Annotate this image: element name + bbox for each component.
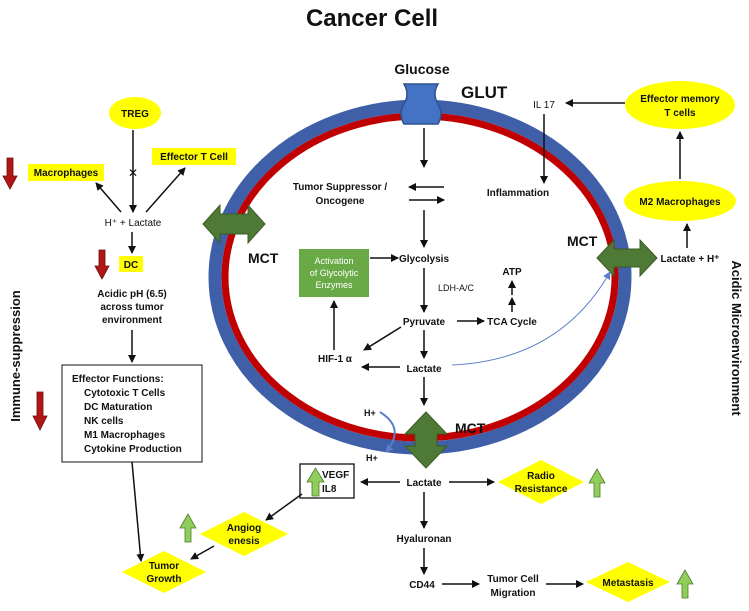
lactate-h-right-label: Lactate + H⁺ bbox=[661, 254, 720, 265]
down-arrow-macrophages-icon bbox=[2, 157, 18, 190]
effector-functions-line-4: NK cells bbox=[84, 416, 124, 427]
side-label-immune-suppression: Immune-suppression bbox=[8, 290, 23, 422]
mct-bottom-transporter bbox=[403, 411, 449, 469]
macrophages-node bbox=[28, 164, 104, 181]
arrow-lactate-to-mct-right bbox=[451, 271, 611, 366]
mct-right-label: MCT bbox=[567, 233, 598, 249]
effector-functions-line-1: Effector Functions: bbox=[72, 374, 164, 385]
glut-label: GLUT bbox=[461, 83, 508, 102]
mct-left-transporter bbox=[202, 203, 266, 245]
lactate-outside-label: Lactate bbox=[406, 478, 441, 489]
effector-memory-t-cells-node bbox=[625, 81, 735, 129]
up-arrow-vegf-icon bbox=[306, 467, 325, 497]
hif-label: HIF-1 α bbox=[318, 354, 353, 365]
metastasis-label: Metastasis bbox=[602, 578, 654, 589]
arrow-h-lactate-to-effector-t bbox=[145, 167, 186, 213]
hyaluronan-label: Hyaluronan bbox=[396, 534, 451, 545]
effector-t-cell-node bbox=[152, 148, 236, 165]
cd44-label: CD44 bbox=[409, 580, 435, 591]
acidic-ph-line-3: environment bbox=[102, 315, 163, 326]
effector-functions-line-6: Cytokine Production bbox=[84, 444, 182, 455]
glut-transporter bbox=[400, 83, 442, 125]
cell-membrane-inner bbox=[221, 112, 619, 442]
m2-macrophages-node bbox=[624, 181, 736, 221]
inflammation-label: Inflammation bbox=[487, 188, 549, 199]
page-title: Cancer Cell bbox=[306, 5, 438, 32]
up-arrow-radio-icon bbox=[588, 468, 606, 498]
tumor-suppressor-line-2: Oncogene bbox=[316, 196, 365, 207]
vegf-label: VEGF bbox=[322, 470, 349, 481]
angio-line-1: Angiog bbox=[227, 523, 261, 534]
ldh-label: LDH-A/C bbox=[438, 283, 475, 293]
activation-line-3: Enzymes bbox=[315, 280, 353, 290]
angiogenesis-node bbox=[200, 512, 288, 556]
il17-label: IL 17 bbox=[533, 100, 555, 111]
h-lactate-label: H⁺ + Lactate bbox=[105, 218, 162, 229]
treg-label: TREG bbox=[121, 109, 149, 120]
effector-functions-line-2: Cytotoxic T Cells bbox=[84, 388, 166, 399]
down-arrow-dc-icon bbox=[94, 249, 110, 280]
migration-line-2: Migration bbox=[491, 588, 536, 599]
dc-node bbox=[119, 256, 143, 272]
macrophages-label: Macrophages bbox=[34, 168, 99, 179]
atp-label: ATP bbox=[502, 267, 522, 278]
activation-glycolytic-enzymes-box bbox=[299, 249, 369, 297]
tumor-growth-node bbox=[122, 551, 206, 593]
tumor-suppressor-line-1: Tumor Suppressor / bbox=[293, 182, 387, 193]
lactate-inside-label: Lactate bbox=[406, 364, 441, 375]
arrow-vegf-to-angiogenesis bbox=[265, 493, 303, 521]
effector-memory-line-1: Effector memory bbox=[640, 94, 720, 105]
up-arrow-metastasis-icon bbox=[676, 569, 694, 599]
tca-cycle-label: TCA Cycle bbox=[487, 317, 537, 328]
effector-functions-line-3: DC Maturation bbox=[84, 402, 152, 413]
acidic-ph-line-2: across tumor bbox=[100, 302, 163, 313]
dc-label: DC bbox=[124, 260, 138, 271]
tumor-growth-line-1: Tumor bbox=[149, 561, 179, 572]
acidic-ph-line-1: Acidic pH (6.5) bbox=[97, 289, 166, 300]
arrow-angiogenesis-to-tumor-growth bbox=[190, 545, 215, 560]
h-plus-curved-arrow bbox=[379, 411, 396, 453]
glycolysis-label: Glycolysis bbox=[399, 254, 449, 265]
metastasis-node bbox=[586, 562, 670, 602]
arrow-pyruvate-to-hif bbox=[363, 326, 402, 351]
h-plus-lower-label: H+ bbox=[366, 453, 378, 463]
migration-line-1: Tumor Cell bbox=[487, 574, 539, 585]
effector-functions-line-5: M1 Macrophages bbox=[84, 430, 166, 441]
m2-macrophages-label: M2 Macrophages bbox=[639, 197, 721, 208]
radio-line-1: Radio bbox=[527, 471, 555, 482]
mct-bottom-label: MCT bbox=[455, 420, 486, 436]
radio-line-2: Resistance bbox=[515, 484, 568, 495]
activation-line-2: of Glycolytic bbox=[310, 268, 359, 278]
h-plus-upper-label: H+ bbox=[364, 408, 376, 418]
angio-line-2: enesis bbox=[228, 536, 260, 547]
mct-left-label: MCT bbox=[248, 250, 279, 266]
arrow-effector-functions-to-tumor-growth bbox=[131, 461, 145, 562]
block-x-icon: ✕ bbox=[128, 166, 138, 180]
side-label-acidic-microenvironment: Acidic Microenvironment bbox=[729, 260, 744, 416]
pyruvate-label: Pyruvate bbox=[403, 317, 446, 328]
arrow-h-lactate-to-macrophages bbox=[95, 182, 122, 213]
glucose-label: Glucose bbox=[394, 61, 449, 77]
down-arrow-effector-functions-icon bbox=[32, 391, 48, 431]
up-arrow-angiogenesis-icon bbox=[179, 513, 197, 543]
effector-functions-box bbox=[61, 364, 203, 463]
tumor-growth-line-2: Growth bbox=[147, 574, 182, 585]
cell-membrane-outer bbox=[208, 99, 632, 455]
effector-t-cell-label: Effector T Cell bbox=[160, 152, 228, 163]
activation-line-1: Activation bbox=[314, 256, 353, 266]
radio-resistance-node bbox=[498, 460, 584, 504]
il8-label: IL8 bbox=[322, 484, 337, 495]
effector-memory-line-2: T cells bbox=[664, 108, 696, 119]
mct-right-transporter bbox=[596, 238, 658, 278]
treg-node bbox=[109, 97, 161, 129]
